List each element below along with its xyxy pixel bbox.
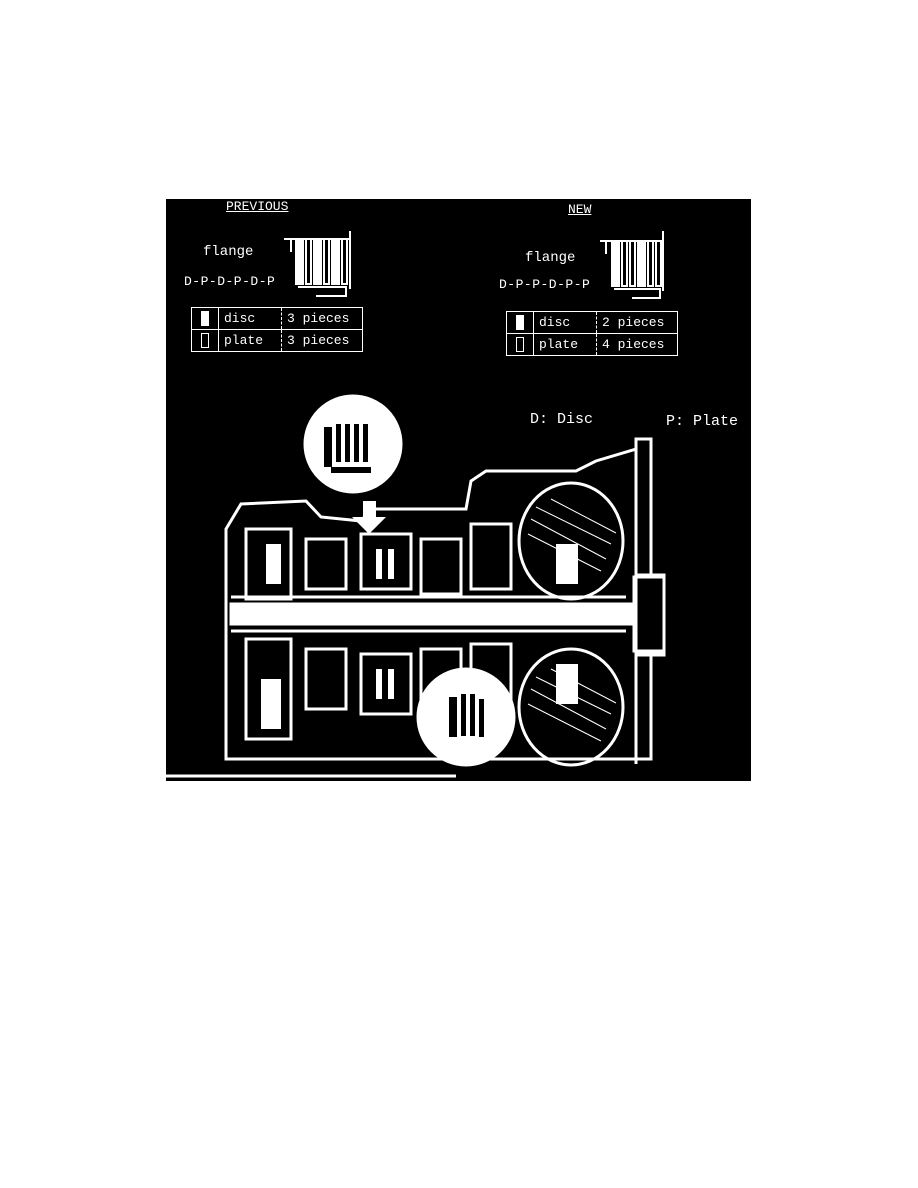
transmission-cutaway: [224, 394, 666, 767]
legend-qty: 4 pieces: [596, 333, 678, 356]
new-flange-label: flange: [525, 250, 576, 266]
legend-row: plate 3 pieces: [191, 329, 363, 352]
solid-bar-icon: [516, 315, 524, 331]
legend-qty: 2 pieces: [602, 315, 665, 330]
legend-name: disc: [533, 311, 597, 334]
legend-row: plate 4 pieces: [506, 333, 678, 356]
new-legend-table: disc 2 pieces plate 4 pieces: [506, 311, 678, 356]
legend-qty: 3 pieces: [281, 329, 363, 352]
legend-row: disc 2 pieces: [506, 311, 678, 334]
previous-legend-table: disc 3 pieces plate 3 pieces: [191, 307, 363, 352]
legend-row: disc 3 pieces: [191, 307, 363, 330]
key-disc: D: Disc: [530, 411, 594, 428]
previous-sequence: D-P-D-P-D-P: [184, 274, 276, 289]
legend-qty: 3 pieces: [287, 311, 350, 326]
new-heading: NEW: [568, 202, 592, 217]
key-plate: P: Plate: [666, 413, 739, 430]
legend-name: disc: [218, 307, 282, 330]
hollow-bar-icon: [201, 333, 209, 349]
legend-name: plate: [218, 329, 282, 352]
diagram-artwork: [166, 231, 666, 778]
new-sequence: D-P-P-D-P-P: [499, 277, 591, 292]
transmission-diagram: PREVIOUS flange D-P-D-P-D-P disc 3 piece…: [166, 199, 751, 781]
hollow-bar-icon: [516, 337, 524, 353]
previous-clutch-sketch: [284, 231, 351, 297]
previous-flange-label: flange: [203, 244, 254, 260]
previous-heading: PREVIOUS: [226, 199, 289, 214]
new-clutch-sketch: [600, 231, 664, 299]
legend-name: plate: [533, 333, 597, 356]
solid-bar-icon: [201, 311, 209, 327]
